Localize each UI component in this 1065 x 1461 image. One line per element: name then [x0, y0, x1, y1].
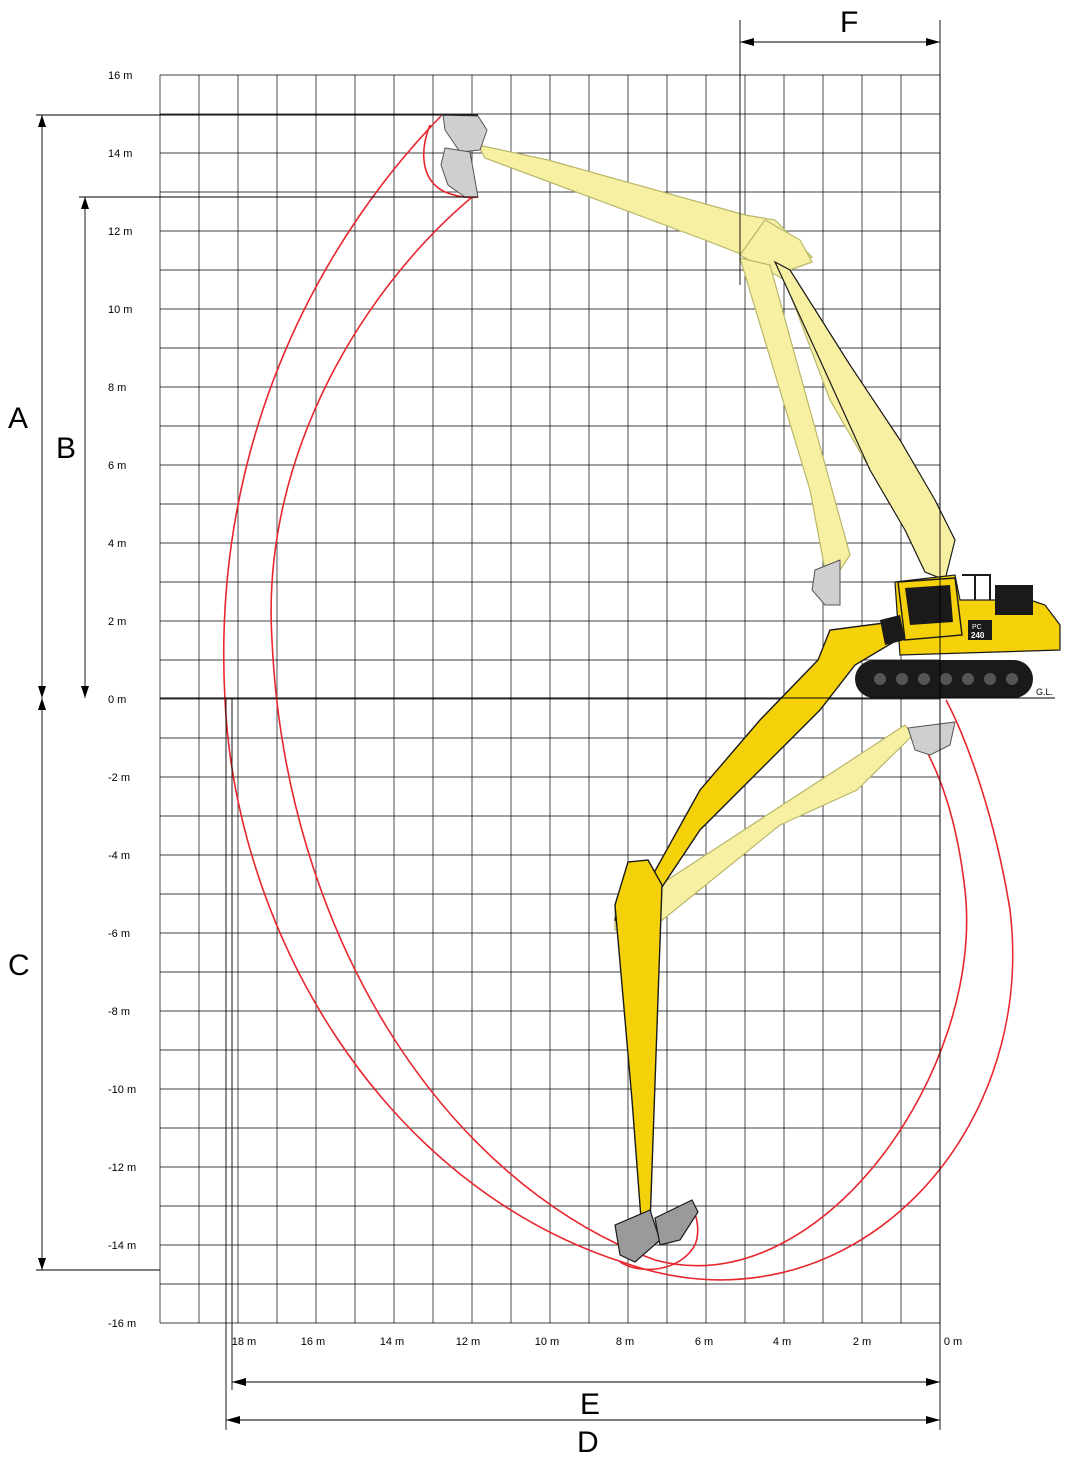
arrowhead [232, 1378, 246, 1386]
dimension-lines [36, 20, 941, 1430]
upright-boom [773, 260, 956, 581]
arrowhead [38, 115, 46, 127]
y-tick-label: -4 m [108, 850, 130, 862]
track-roller [874, 673, 886, 685]
y-tick-label: -14 m [108, 1240, 136, 1252]
y-tick-label: 10 m [108, 304, 132, 316]
y-tick-label: 0 m [108, 694, 126, 706]
machine-boom-arm [614, 621, 898, 1234]
digging-envelope [223, 115, 1014, 1281]
arrowhead [81, 197, 89, 209]
arrowhead [926, 1416, 940, 1424]
bucket-top-open [442, 114, 488, 153]
bucket-top-closed [440, 147, 479, 198]
dim-label-d: D [577, 1426, 599, 1459]
track-roller [984, 673, 996, 685]
model-plate [968, 620, 992, 640]
track-roller [896, 673, 908, 685]
dim-label-f: F [840, 6, 858, 39]
track-roller [918, 673, 930, 685]
arrowhead [926, 1378, 940, 1386]
bottom-bucket-arc [619, 1204, 699, 1271]
handrail [962, 574, 991, 600]
x-tick-label: 2 m [853, 1336, 871, 1348]
y-tick-label: 16 m [108, 70, 132, 82]
bucket-bottom-left [614, 1209, 661, 1263]
x-tick-label: 10 m [535, 1336, 559, 1348]
y-axis-labels: 16 m 14 m 12 m 10 m 8 m 6 m 4 m 2 m 0 m -2 m -4 m -… [108, 70, 136, 1330]
dim-label-b: B [56, 432, 76, 465]
arrowhead [38, 1258, 46, 1270]
x-tick-label: 8 m [616, 1336, 634, 1348]
arrowhead [38, 698, 46, 710]
y-tick-label: -8 m [108, 1006, 130, 1018]
track-roller [1006, 673, 1018, 685]
y-tick-label: 2 m [108, 616, 126, 628]
y-tick-label: -16 m [108, 1318, 136, 1330]
y-tick-label: 8 m [108, 382, 126, 394]
dimension-arrowheads [38, 38, 940, 1424]
arrowhead [226, 1416, 240, 1424]
main-arm [614, 859, 663, 1234]
y-tick-label: -6 m [108, 928, 130, 940]
cab-window [905, 585, 953, 625]
model-text-top: PC [972, 624, 982, 631]
bucket-low [907, 721, 956, 756]
dim-label-a: A [8, 402, 28, 435]
engine-hood [995, 585, 1033, 615]
y-tick-label: 4 m [108, 538, 126, 550]
inner-envelope-curve [270, 192, 968, 1267]
x-tick-label: 4 m [773, 1336, 791, 1348]
y-tick-label: -2 m [108, 772, 130, 784]
y-tick-label: 14 m [108, 148, 132, 160]
main-bucket [614, 1199, 699, 1263]
ground-line: G.L. [160, 687, 1055, 699]
arrowhead [38, 686, 46, 698]
x-tick-label: 0 m [944, 1336, 962, 1348]
bucket-mid [811, 559, 841, 606]
track-roller [940, 673, 952, 685]
machine-boom-upright [773, 260, 956, 581]
ghost-buckets [440, 114, 956, 756]
dim-label-c: C [8, 949, 30, 982]
track-roller [962, 673, 974, 685]
x-tick-label: 16 m [301, 1336, 325, 1348]
model-text-bottom: 240 [971, 631, 985, 640]
bucket-bottom-right [654, 1199, 699, 1246]
dim-label-e: E [580, 1388, 600, 1421]
x-tick-label: 18 m [232, 1336, 256, 1348]
track-rollers [874, 673, 1018, 685]
arrowhead [926, 38, 940, 46]
y-tick-label: -12 m [108, 1162, 136, 1174]
x-tick-label: 14 m [380, 1336, 404, 1348]
x-tick-label: 6 m [695, 1336, 713, 1348]
x-axis-labels: 18 m 16 m 14 m 12 m 10 m 8 m 6 m 4 m 2 m 0 m [232, 1336, 962, 1348]
arrowhead [81, 686, 89, 698]
ground-label: G.L. [1036, 687, 1053, 697]
arrowhead [740, 38, 754, 46]
excavator-body: PC 240 [855, 574, 1061, 698]
x-tick-label: 12 m [456, 1336, 480, 1348]
y-tick-label: 12 m [108, 226, 132, 238]
outer-envelope-curve [223, 115, 1014, 1281]
boom-foot [880, 615, 905, 645]
y-tick-label: 6 m [108, 460, 126, 472]
y-tick-label: -10 m [108, 1084, 136, 1096]
